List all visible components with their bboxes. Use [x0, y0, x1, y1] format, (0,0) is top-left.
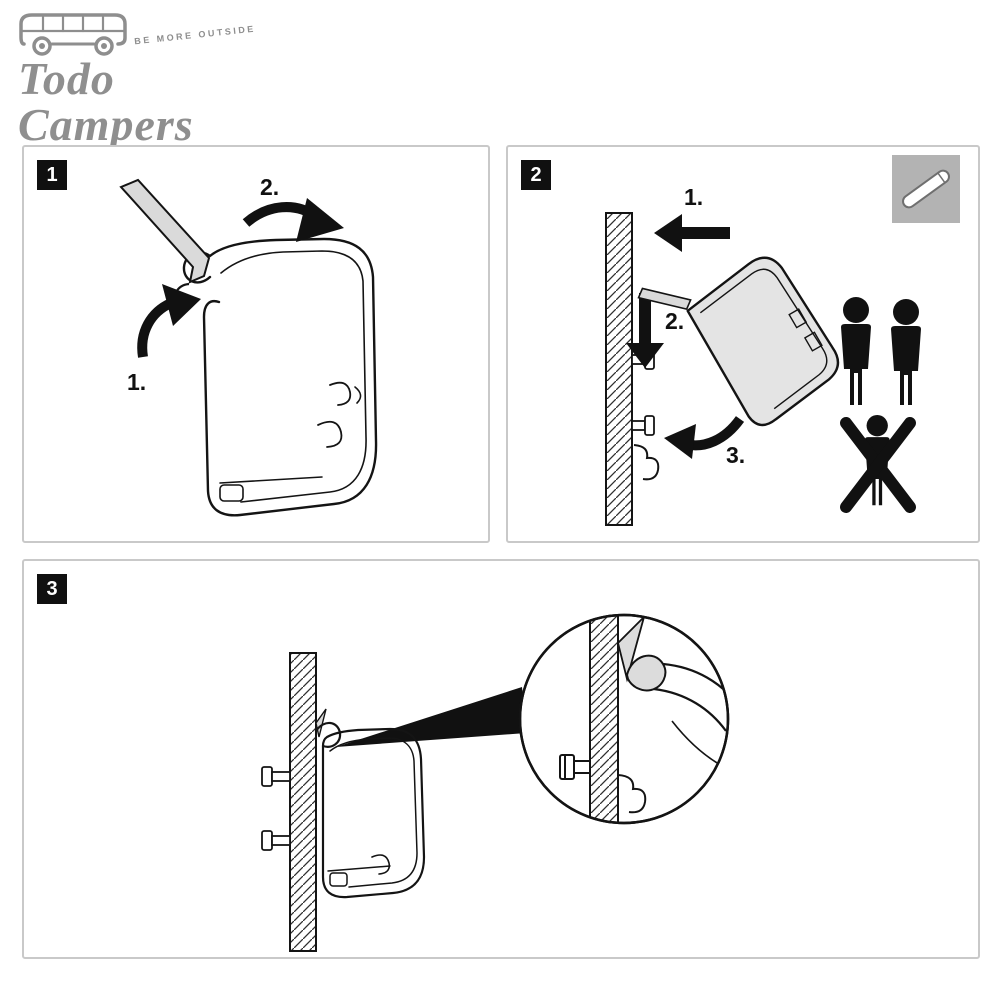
panel1-step2-label: 2. [260, 174, 279, 200]
panel1-number-badge: 1 [37, 160, 67, 190]
panel1-illustration: 2. 1. [119, 174, 378, 517]
mounted-profile [314, 721, 426, 899]
two-person-required-icon [841, 297, 921, 405]
camper-van-icon [19, 13, 127, 56]
arrow-step1-icon [654, 214, 730, 252]
panel-step3: 3 [22, 559, 980, 959]
end-cap-part [637, 256, 840, 427]
rail-bracket [633, 444, 660, 481]
panel2-number-badge: 2 [521, 160, 551, 190]
rail-bracket-detail [617, 774, 647, 814]
panel1-step1-label: 1. [127, 369, 146, 395]
panel3-number-badge: 3 [37, 574, 67, 604]
panel2-illustration: 1. 2. 3. [605, 155, 960, 526]
arrow-step2-icon [626, 293, 664, 368]
rail-lip-detail [617, 615, 646, 683]
hook-detail [625, 654, 667, 692]
awning-tube-icon [892, 155, 960, 223]
panel2-step2-label: 2. [665, 308, 684, 334]
panel2-step3-label: 3. [726, 442, 745, 468]
logo-top-row: BE MORE OUTSIDE [18, 4, 288, 62]
panel3-illustration [261, 613, 730, 952]
panel-step2: 2 1. [506, 145, 980, 543]
single-person-prohibited-icon [840, 415, 916, 513]
wall-hatched [605, 212, 633, 526]
wall-bolts [261, 766, 291, 851]
wall-hatched [289, 652, 317, 952]
awning-profile-cross-section [182, 237, 378, 517]
zoom-pointer-wedge [336, 687, 526, 747]
arrow-step1-icon [137, 284, 201, 358]
arrow-step2-icon [242, 198, 344, 242]
zoom-detail-circle [518, 613, 730, 825]
panel2-step1-label: 1. [684, 184, 703, 210]
brand-tagline: BE MORE OUTSIDE [133, 23, 257, 47]
bolt-detail [559, 754, 591, 780]
arrow-step3-icon [664, 415, 745, 459]
panel-step1: 1 2. 1. [22, 145, 490, 543]
brand-name: Todo Campers [18, 53, 194, 150]
insertion-tool [119, 178, 211, 284]
